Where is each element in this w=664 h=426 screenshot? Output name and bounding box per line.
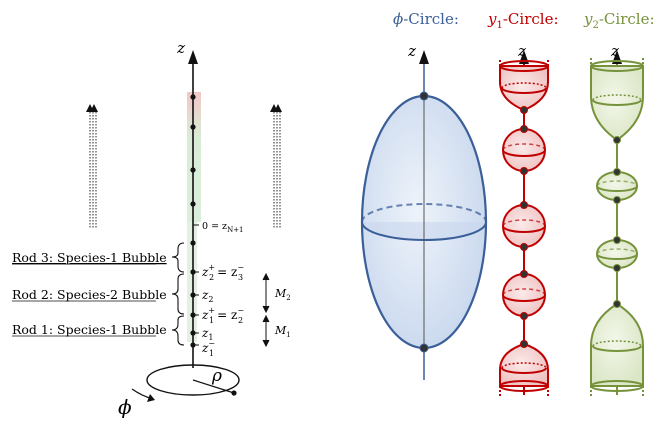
- phi-column-z-label: z: [407, 42, 416, 60]
- label-z1p-z2m: z+1= z−2: [201, 306, 244, 325]
- rho-endpoint: [231, 390, 237, 396]
- axis-highlight-lower: [187, 222, 197, 342]
- phi-base-circle: [146, 364, 240, 396]
- axis-ticks: [193, 224, 199, 346]
- phi-label: ϕ: [118, 395, 132, 419]
- dotted-arrow-left: [89, 112, 97, 228]
- rod-braces: [171, 242, 185, 346]
- phi-circle-shape: z: [360, 42, 488, 380]
- y1-circle-shape: z: [499, 42, 549, 396]
- z-axis-arrowhead: [188, 50, 198, 64]
- heading-y1-circle: y1-Circle:: [487, 10, 559, 31]
- axis-highlight: [187, 92, 201, 222]
- dotted-arrow-right: [273, 112, 281, 228]
- dotted-arrowhead-right: [270, 104, 282, 112]
- y1-column-z-label: z: [517, 42, 526, 60]
- label-z1m: z−1: [201, 339, 215, 358]
- label-m1: M1: [274, 324, 291, 339]
- label-z1: z1: [201, 326, 213, 342]
- y2-circle-shape: z: [590, 42, 644, 396]
- left-panel: z 0 = zN+1 z+2= z−3 z2 z+1= z−2: [12, 39, 291, 419]
- rod-3-label: Rod 3: Species-1 Bubble: [12, 250, 167, 265]
- phi-rotation-arrowhead: [147, 394, 155, 402]
- rho-radius: [192, 379, 235, 394]
- heading-y2-circle: y2-Circle:: [583, 10, 655, 31]
- moduli-arrows: [262, 272, 270, 348]
- label-z2: z2: [201, 288, 213, 304]
- heading-phi-circle: ϕ-Circle:: [393, 10, 459, 28]
- y2-column-z-label: z: [610, 42, 619, 60]
- dotted-arrowhead-left: [86, 104, 98, 112]
- label-m2: M2: [274, 287, 291, 302]
- rod-1-label: Rod 1: Species-1 Bubble: [12, 322, 167, 337]
- label-z-zero: 0 = zN+1: [202, 221, 244, 234]
- z-axis-label: z: [176, 39, 185, 57]
- rho-label: ρ: [211, 366, 222, 386]
- label-z2p-z3m: z+2= z−3: [201, 263, 244, 282]
- rod-2-label: Rod 2: Species-2 Bubble: [12, 287, 167, 302]
